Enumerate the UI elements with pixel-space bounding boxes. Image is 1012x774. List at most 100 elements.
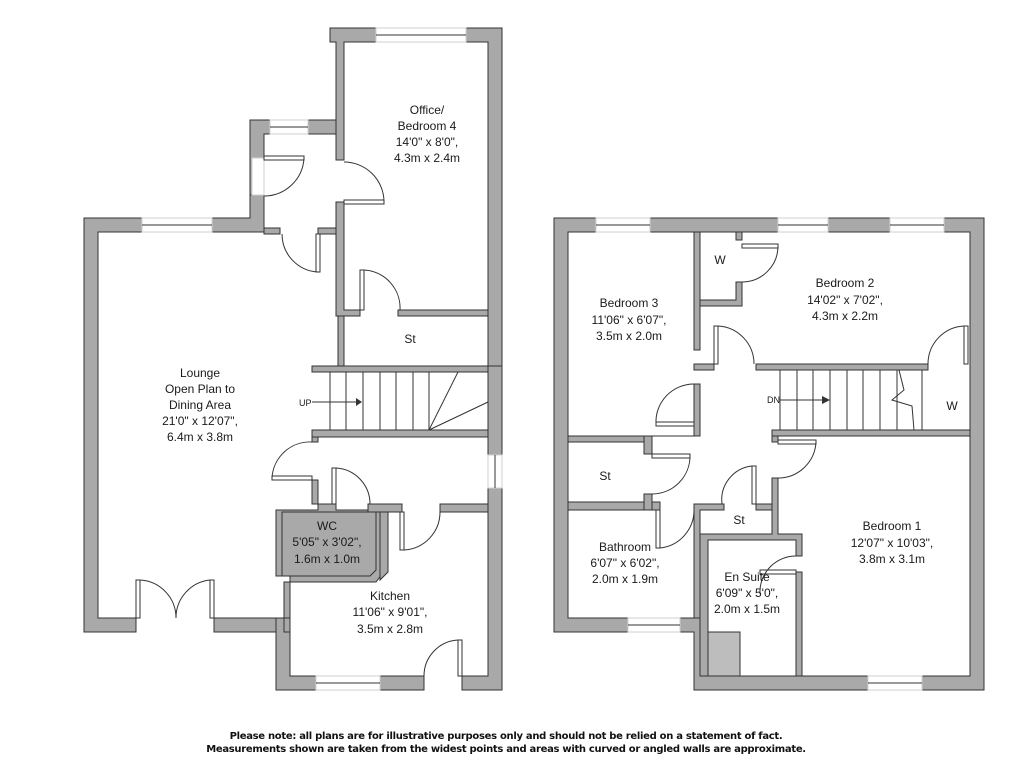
- wall: [311, 365, 489, 373]
- door: [343, 199, 385, 205]
- room-name-lounge-3: Dining Area: [169, 398, 231, 412]
- room-size-lounge: 21'0" x 12'07",: [162, 414, 238, 428]
- wall: [379, 511, 389, 582]
- room-name-wardrobe2: W: [946, 399, 958, 413]
- wall: [699, 477, 803, 677]
- room-metric-bathroom: 2.0m x 1.9m: [592, 572, 658, 586]
- staircase-up: [312, 371, 489, 431]
- wall: [755, 503, 773, 511]
- room-name-lounge: Lounge: [180, 366, 220, 380]
- room-metric-bedroom1: 3.8m x 3.1m: [859, 552, 925, 566]
- patio-door-left: [135, 579, 141, 619]
- room-name-store: St: [404, 332, 416, 346]
- disclaimer-line-1: Please note: all plans are for illustrat…: [229, 731, 783, 742]
- room-size-kitchen: 11'06" x 9'01",: [353, 605, 428, 619]
- door: [263, 155, 305, 161]
- ground-floor-plan: Office/ Bedroom 4 14'0" x 8'0", 4.3m x 2…: [83, 27, 503, 691]
- door: [399, 511, 405, 551]
- room-name-office-2: Bedroom 4: [398, 119, 457, 133]
- wall: [311, 436, 319, 443]
- door: [359, 269, 365, 311]
- door: [777, 439, 817, 445]
- room-size-bedroom3: 11'06" x 6'07",: [592, 313, 667, 327]
- room-name-lounge-2: Open Plan to: [165, 382, 235, 396]
- door: [331, 467, 337, 505]
- wall: [263, 227, 281, 235]
- wall: [693, 503, 725, 619]
- room-name-wc: WC: [317, 519, 337, 533]
- wall: [461, 487, 503, 691]
- stairs-up-label: UP: [299, 398, 312, 408]
- door: [759, 569, 797, 575]
- boiler-cupboard: [707, 631, 741, 677]
- wall: [921, 217, 985, 691]
- wall: [771, 435, 779, 443]
- room-metric-wc: 1.6m x 1.0m: [294, 552, 360, 566]
- wall: [693, 363, 715, 371]
- door: [651, 453, 691, 459]
- stairs-down-label: DN: [767, 395, 780, 405]
- wall: [643, 493, 653, 511]
- room-metric-kitchen: 3.5m x 2.8m: [357, 622, 423, 636]
- disclaimer-line-2: Measurements shown are taken from the wi…: [206, 744, 806, 755]
- room-name-kitchen: Kitchen: [370, 589, 410, 603]
- room-name-store1: St: [599, 469, 611, 483]
- room-size-bathroom: 6'07" x 6'02",: [590, 556, 659, 570]
- wall: [827, 217, 891, 233]
- wall: [397, 309, 489, 317]
- wall: [211, 194, 265, 233]
- door: [741, 243, 779, 249]
- wall: [649, 217, 779, 233]
- wall: [567, 383, 701, 443]
- wall: [699, 281, 743, 307]
- wall: [329, 27, 377, 161]
- patio-door-right: [209, 579, 215, 619]
- door: [655, 421, 695, 427]
- staircase-down: [779, 369, 923, 431]
- wall: [83, 217, 143, 633]
- wall: [795, 571, 803, 677]
- wall: [317, 227, 337, 235]
- wall: [307, 119, 337, 135]
- room-name-wardrobe1: W: [714, 253, 726, 267]
- wall: [335, 201, 361, 317]
- wall: [487, 365, 503, 456]
- wall: [281, 511, 377, 577]
- wall: [379, 675, 425, 691]
- window: [251, 157, 265, 196]
- wall: [643, 435, 653, 455]
- room-metric-bedroom2: 4.3m x 2.2m: [812, 309, 878, 323]
- door: [713, 325, 719, 365]
- room-name-bathroom: Bathroom: [599, 540, 651, 554]
- wall: [735, 231, 743, 241]
- wall: [367, 503, 403, 513]
- wall: [755, 363, 929, 371]
- room-metric-bedroom3: 3.5m x 2.0m: [596, 329, 662, 343]
- wall: [771, 429, 971, 437]
- room-name-bedroom2: Bedroom 2: [816, 276, 875, 290]
- door: [315, 233, 321, 273]
- room-name-bedroom1: Bedroom 1: [863, 519, 922, 533]
- wall: [651, 501, 661, 511]
- door: [751, 465, 757, 505]
- wall: [693, 231, 701, 351]
- room-size-office: 14'0" x 8'0",: [396, 135, 458, 149]
- room-size-ensuite: 6'09" x 5'0",: [716, 586, 778, 600]
- room-size-bedroom1: 12'07" x 10'03",: [851, 536, 934, 550]
- room-metric-office: 4.3m x 2.4m: [394, 151, 460, 165]
- room-size-wc: 5'05" x 3'02",: [292, 535, 361, 549]
- room-name-bedroom3: Bedroom 3: [600, 296, 659, 310]
- room-name-office: Office/: [410, 103, 445, 117]
- room-metric-lounge: 6.4m x 3.8m: [167, 430, 233, 444]
- first-floor-plan: Bedroom 3 11'06" x 6'07", 3.5m x 2.0m Be…: [553, 217, 985, 691]
- wall: [337, 315, 345, 367]
- door: [963, 325, 969, 365]
- wall: [567, 501, 649, 511]
- room-name-ensuite: En Suite: [724, 570, 770, 584]
- room-name-store2: St: [733, 513, 745, 527]
- wall: [311, 429, 489, 438]
- room-size-bedroom2: 14'02" x 7'02",: [807, 293, 883, 307]
- wall: [439, 503, 489, 513]
- door: [271, 475, 313, 481]
